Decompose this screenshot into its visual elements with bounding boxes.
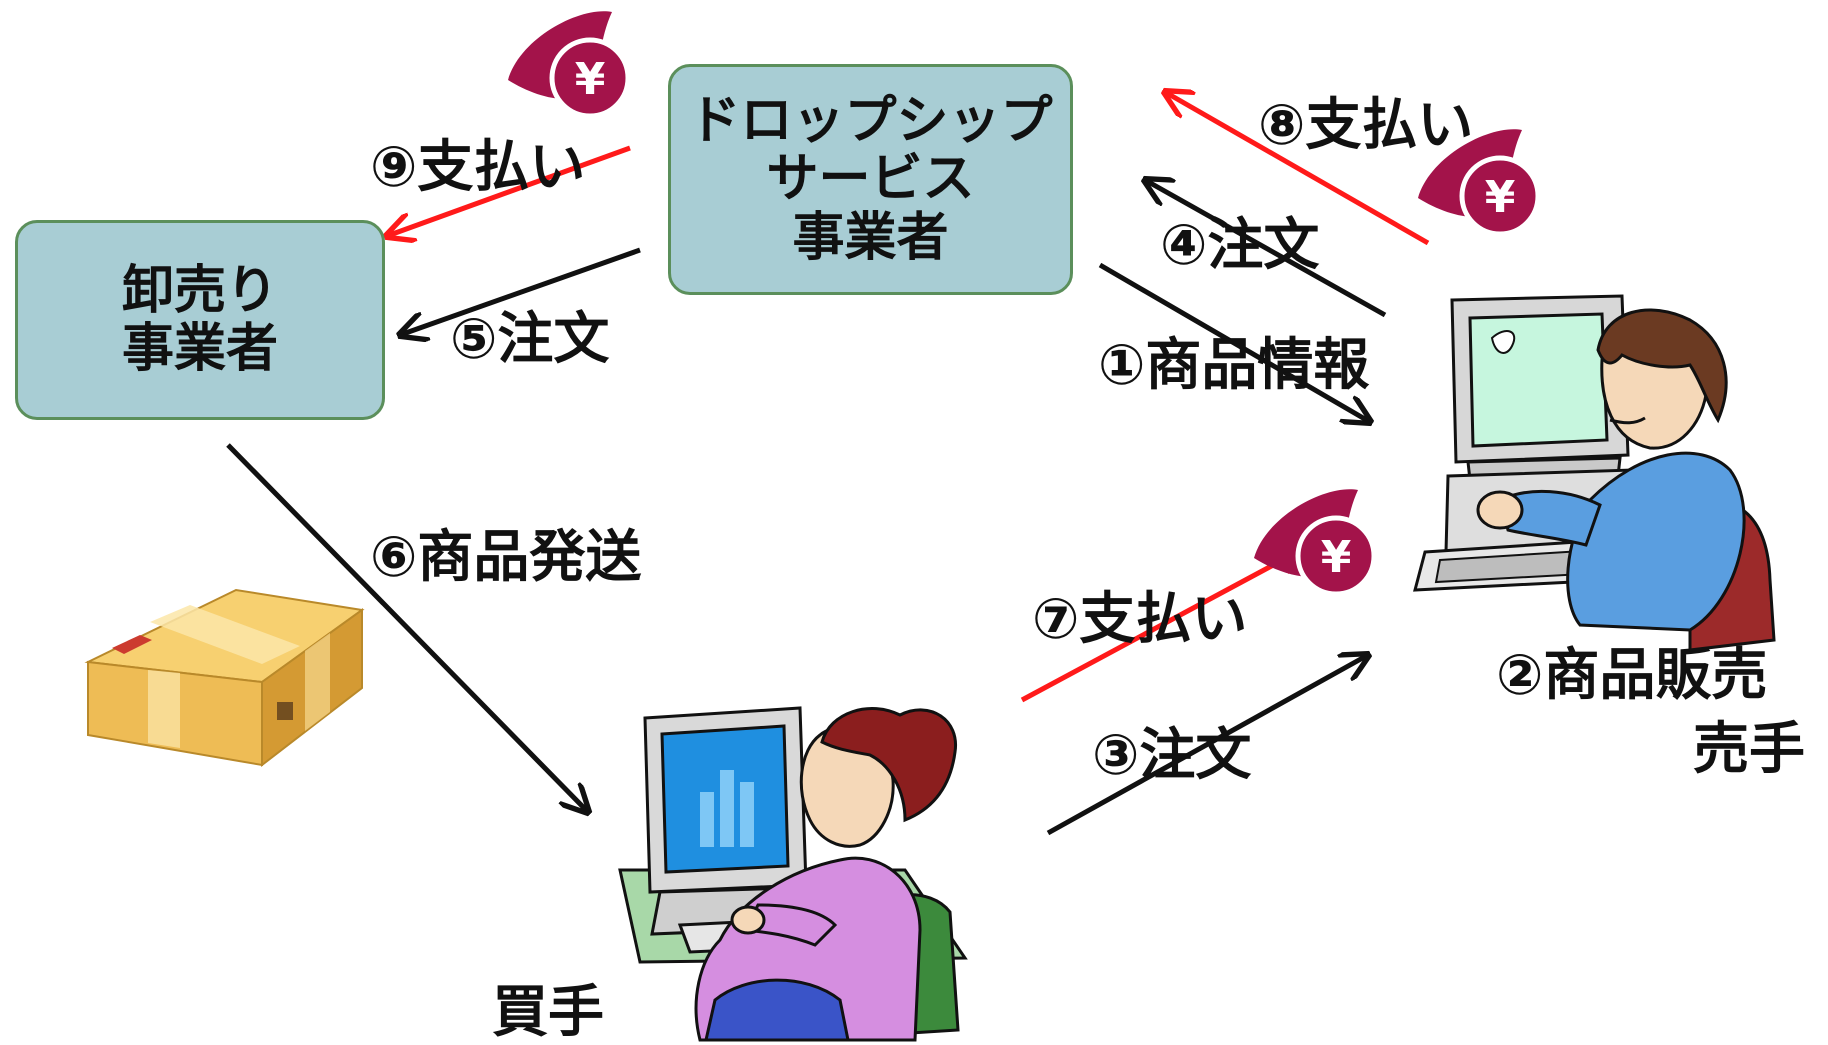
seller-label-line-1: ②商品販売: [1496, 643, 1768, 708]
flow-label-order-4: ④注文: [1160, 213, 1320, 278]
dropship-line-3: 事業者: [792, 207, 949, 268]
flow-label-shipping: ⑥商品発送: [370, 525, 642, 590]
flow-label-payment-7: ⑦支払い: [1032, 587, 1248, 652]
wholesale-box: 卸売り 事業者: [15, 220, 385, 420]
yen-payment-icon: ¥: [1254, 489, 1377, 597]
arrow-product-info: [1098, 262, 1370, 422]
yen-symbol: ¥: [1321, 532, 1352, 583]
yen-symbol: ¥: [575, 54, 606, 105]
wholesale-line-2: 事業者: [121, 319, 278, 379]
arrow-shipping-to-buyer: [226, 443, 588, 812]
dropship-line-1: ドロップシップ: [688, 91, 1053, 152]
yen-payment-icon: ¥: [508, 11, 631, 119]
arrow-order-to-dropship: [1145, 180, 1387, 318]
dropship-line-2: サービス: [766, 149, 975, 210]
yen-payment-icon: ¥: [1418, 129, 1541, 237]
wholesale-line-1: 卸売り: [121, 260, 278, 321]
buyer-label: 買手: [492, 980, 604, 1045]
flow-label-order-5: ⑤注文: [450, 307, 610, 372]
seller-label-line-2: 売手: [1693, 717, 1805, 782]
flow-label-order-3: ③注文: [1092, 723, 1252, 788]
yen-symbol: ¥: [1485, 172, 1516, 223]
dropship-service-box: ドロップシップ サービス 事業者: [668, 64, 1073, 295]
arrow-payment-to-wholesale: [387, 145, 631, 236]
arrow-order-to-seller: [1046, 655, 1368, 836]
arrow-order-to-wholesale: [400, 247, 641, 335]
arrow-payment-to-seller: [1020, 548, 1305, 703]
flow-label-payment-8: ⑧支払い: [1258, 93, 1474, 158]
flow-label-product-info: ①商品情報: [1098, 333, 1370, 398]
arrow-payment-to-dropship: [1165, 92, 1430, 246]
flow-label-payment-9: ⑨支払い: [370, 135, 586, 200]
